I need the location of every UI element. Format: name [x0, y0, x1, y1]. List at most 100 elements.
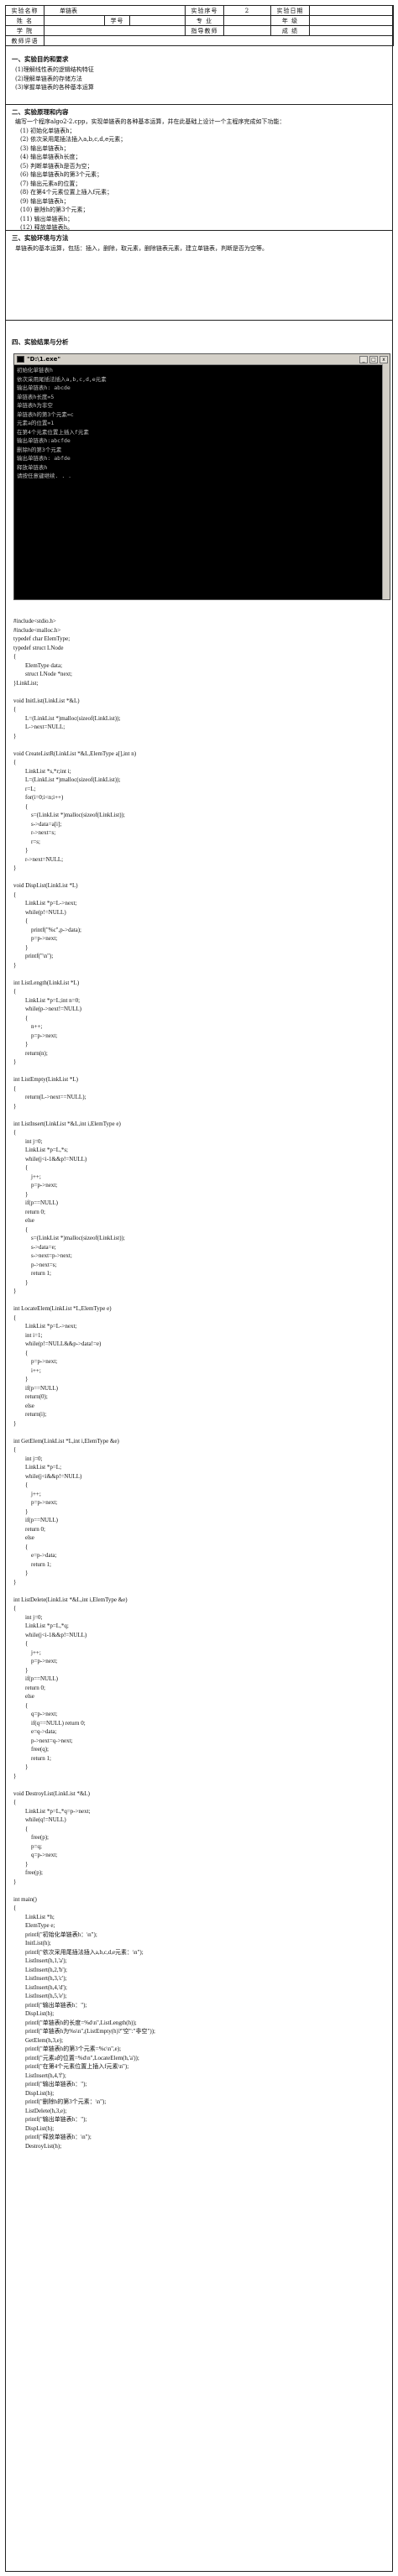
code-line: {	[13, 1640, 29, 1647]
code-line: if(p==NULL)	[13, 1199, 58, 1206]
code-line: {	[13, 1543, 29, 1550]
console-line: 单链表h为非空	[17, 402, 53, 409]
code-line: {	[13, 1446, 17, 1453]
code-line: ElemType data;	[13, 661, 63, 669]
code-line: InitList(h);	[13, 1940, 51, 1946]
code-line: }	[13, 1376, 29, 1382]
minimize-button[interactable]: _	[359, 355, 368, 363]
code-line: p=p->next;	[13, 1358, 58, 1365]
experiment-date-label: 实验日期	[270, 5, 311, 16]
code-line: }	[13, 1419, 17, 1427]
code-line: GetElem(h,3,e);	[13, 2036, 64, 2044]
code-line: if(p==NULL)	[13, 1517, 58, 1523]
console-line: 输出单链表h: abfde	[17, 455, 71, 462]
college-value	[43, 25, 186, 36]
code-line: else	[13, 1534, 34, 1541]
code-line: }	[13, 1041, 29, 1048]
code-line: q=p->next;	[13, 1711, 58, 1717]
code-line	[13, 1067, 383, 1076]
code-line: while(j<i-1&&p!=NULL)	[13, 1155, 87, 1163]
code-line: }	[13, 1570, 29, 1576]
section-objectives: 一、实验目的和要求 (1)理解线性表的逻辑结构特征 (2)理解单链表的存储方法 …	[5, 52, 393, 105]
maximize-button[interactable]: □	[369, 355, 378, 363]
console-title: "D:\1.exe"	[27, 356, 61, 363]
source-code-listing: #include<stdio.h>#include<malloc.h>typed…	[13, 617, 383, 2150]
code-line: }	[13, 1578, 17, 1586]
code-line: DispList(h);	[13, 2089, 55, 2097]
code-line: {	[13, 1701, 29, 1709]
code-line: printf("删除h的第3个元素：\n");	[13, 2098, 107, 2105]
code-line: p=p->next;	[13, 1658, 58, 1664]
console-scrollbar[interactable]	[382, 364, 390, 599]
code-line: }	[13, 1190, 29, 1198]
code-line: if(p==NULL)	[13, 1384, 58, 1392]
section-results-title: 四、实验结果与分析	[12, 338, 69, 346]
code-line: int j=0;	[13, 1137, 43, 1145]
code-line	[13, 687, 383, 697]
principle-line: (9) 输出单链表h；	[20, 197, 70, 205]
class-value	[309, 15, 395, 26]
code-line: }	[13, 1878, 17, 1885]
teacher-label: 指导教师	[185, 25, 225, 36]
code-line: s=(LinkList *)malloc(sizeof(LinkList));	[13, 1235, 125, 1241]
objective-line: (2)理解单链表的存储方法	[15, 75, 82, 82]
console-line: 删除h的第3个元素	[17, 446, 62, 453]
code-line: typedef char ElemType;	[13, 635, 71, 642]
code-line: return(n);	[13, 1049, 48, 1057]
code-line: }	[13, 1102, 17, 1110]
code-line: void CreateListR(LinkList *&L,ElemType a…	[13, 750, 137, 757]
code-line: }	[13, 847, 29, 854]
code-line: p->next=q->next;	[13, 1737, 73, 1744]
code-line: void InitList(LinkList *&L)	[13, 697, 80, 704]
code-line	[13, 1110, 383, 1120]
code-line: }	[13, 1278, 29, 1286]
code-line	[13, 1780, 383, 1790]
header-row-1: 实验名称 单链表 实验序号 2 实验日期	[5, 5, 395, 16]
teacher-comment-value	[43, 35, 395, 46]
code-line: r->next=NULL;	[13, 855, 64, 863]
code-line: int ListEmpty(LinkList *L)	[13, 1076, 78, 1083]
code-line: for(i=0;i<n;i++)	[13, 794, 64, 801]
code-line: return 1;	[13, 1560, 51, 1568]
code-line: {	[13, 988, 17, 995]
code-line: int j=0;	[13, 1455, 43, 1462]
objective-line: (1)理解线性表的逻辑结构特征	[15, 66, 94, 73]
console-line: 单链表h的第3个元素=c	[17, 410, 74, 418]
code-line: LinkList *p=L,*s;	[13, 1147, 69, 1153]
code-line: #include<malloc.h>	[13, 626, 61, 634]
code-line: free(q);	[13, 1746, 49, 1753]
code-line: printf("初始化单链表h：\n");	[13, 1931, 97, 1938]
code-line: e=p->data;	[13, 1552, 57, 1559]
code-line: typedef struct LNode	[13, 644, 64, 651]
code-line: p=p->next;	[13, 935, 58, 942]
code-line: printf("\n");	[13, 953, 54, 959]
console-line: 在第4个元素位置上插入f元素	[17, 428, 89, 436]
code-line: while(p!=NULL&&p->data!=e)	[13, 1340, 102, 1347]
code-line: p=p->next;	[13, 1032, 58, 1039]
code-line: ElemType e;	[13, 1922, 55, 1929]
code-line: else	[13, 1402, 34, 1409]
code-line: r=L;	[13, 785, 36, 792]
code-line: {	[13, 1799, 17, 1805]
code-line: printf("单链表h的长度=%d\n",ListLength(h));	[13, 2019, 137, 2026]
code-line: {	[13, 759, 17, 765]
code-line: LinkList *p=L->next;	[13, 1323, 77, 1330]
code-line: int GetElem(LinkList *L,int i,ElemType &…	[13, 1437, 119, 1445]
code-line: free(p);	[13, 1834, 49, 1841]
code-line: {	[13, 1825, 29, 1832]
section-environment-title: 三、实验环境与方法	[12, 234, 69, 242]
console-line: 元素a的位置=1	[17, 420, 55, 426]
code-line: LinkList *p=L;int n=0;	[13, 996, 81, 1004]
section-objectives-body: (1)理解线性表的逻辑结构特征 (2)理解单链表的存储方法 (3)掌握单链表的各…	[5, 64, 393, 92]
code-line: printf("单链表h的第3个元素=%c\n",e);	[13, 2046, 122, 2052]
code-line: L=(LinkList *)malloc(sizeof(LinkList));	[13, 776, 121, 783]
code-line: DestroyList(h);	[13, 2142, 62, 2150]
code-line: printf("释放单链表h：\n");	[13, 2134, 92, 2140]
code-line: p->next=s;	[13, 1261, 57, 1268]
header-row-3: 学 院 指导教师 成 绩	[5, 25, 395, 36]
code-line: {	[13, 1129, 17, 1136]
console-title-bar[interactable]: "D:\1.exe" _ □ x	[14, 354, 390, 365]
close-button[interactable]: x	[380, 355, 388, 363]
principle-line: (6) 输出单链表h的第3个元素；	[20, 171, 103, 178]
